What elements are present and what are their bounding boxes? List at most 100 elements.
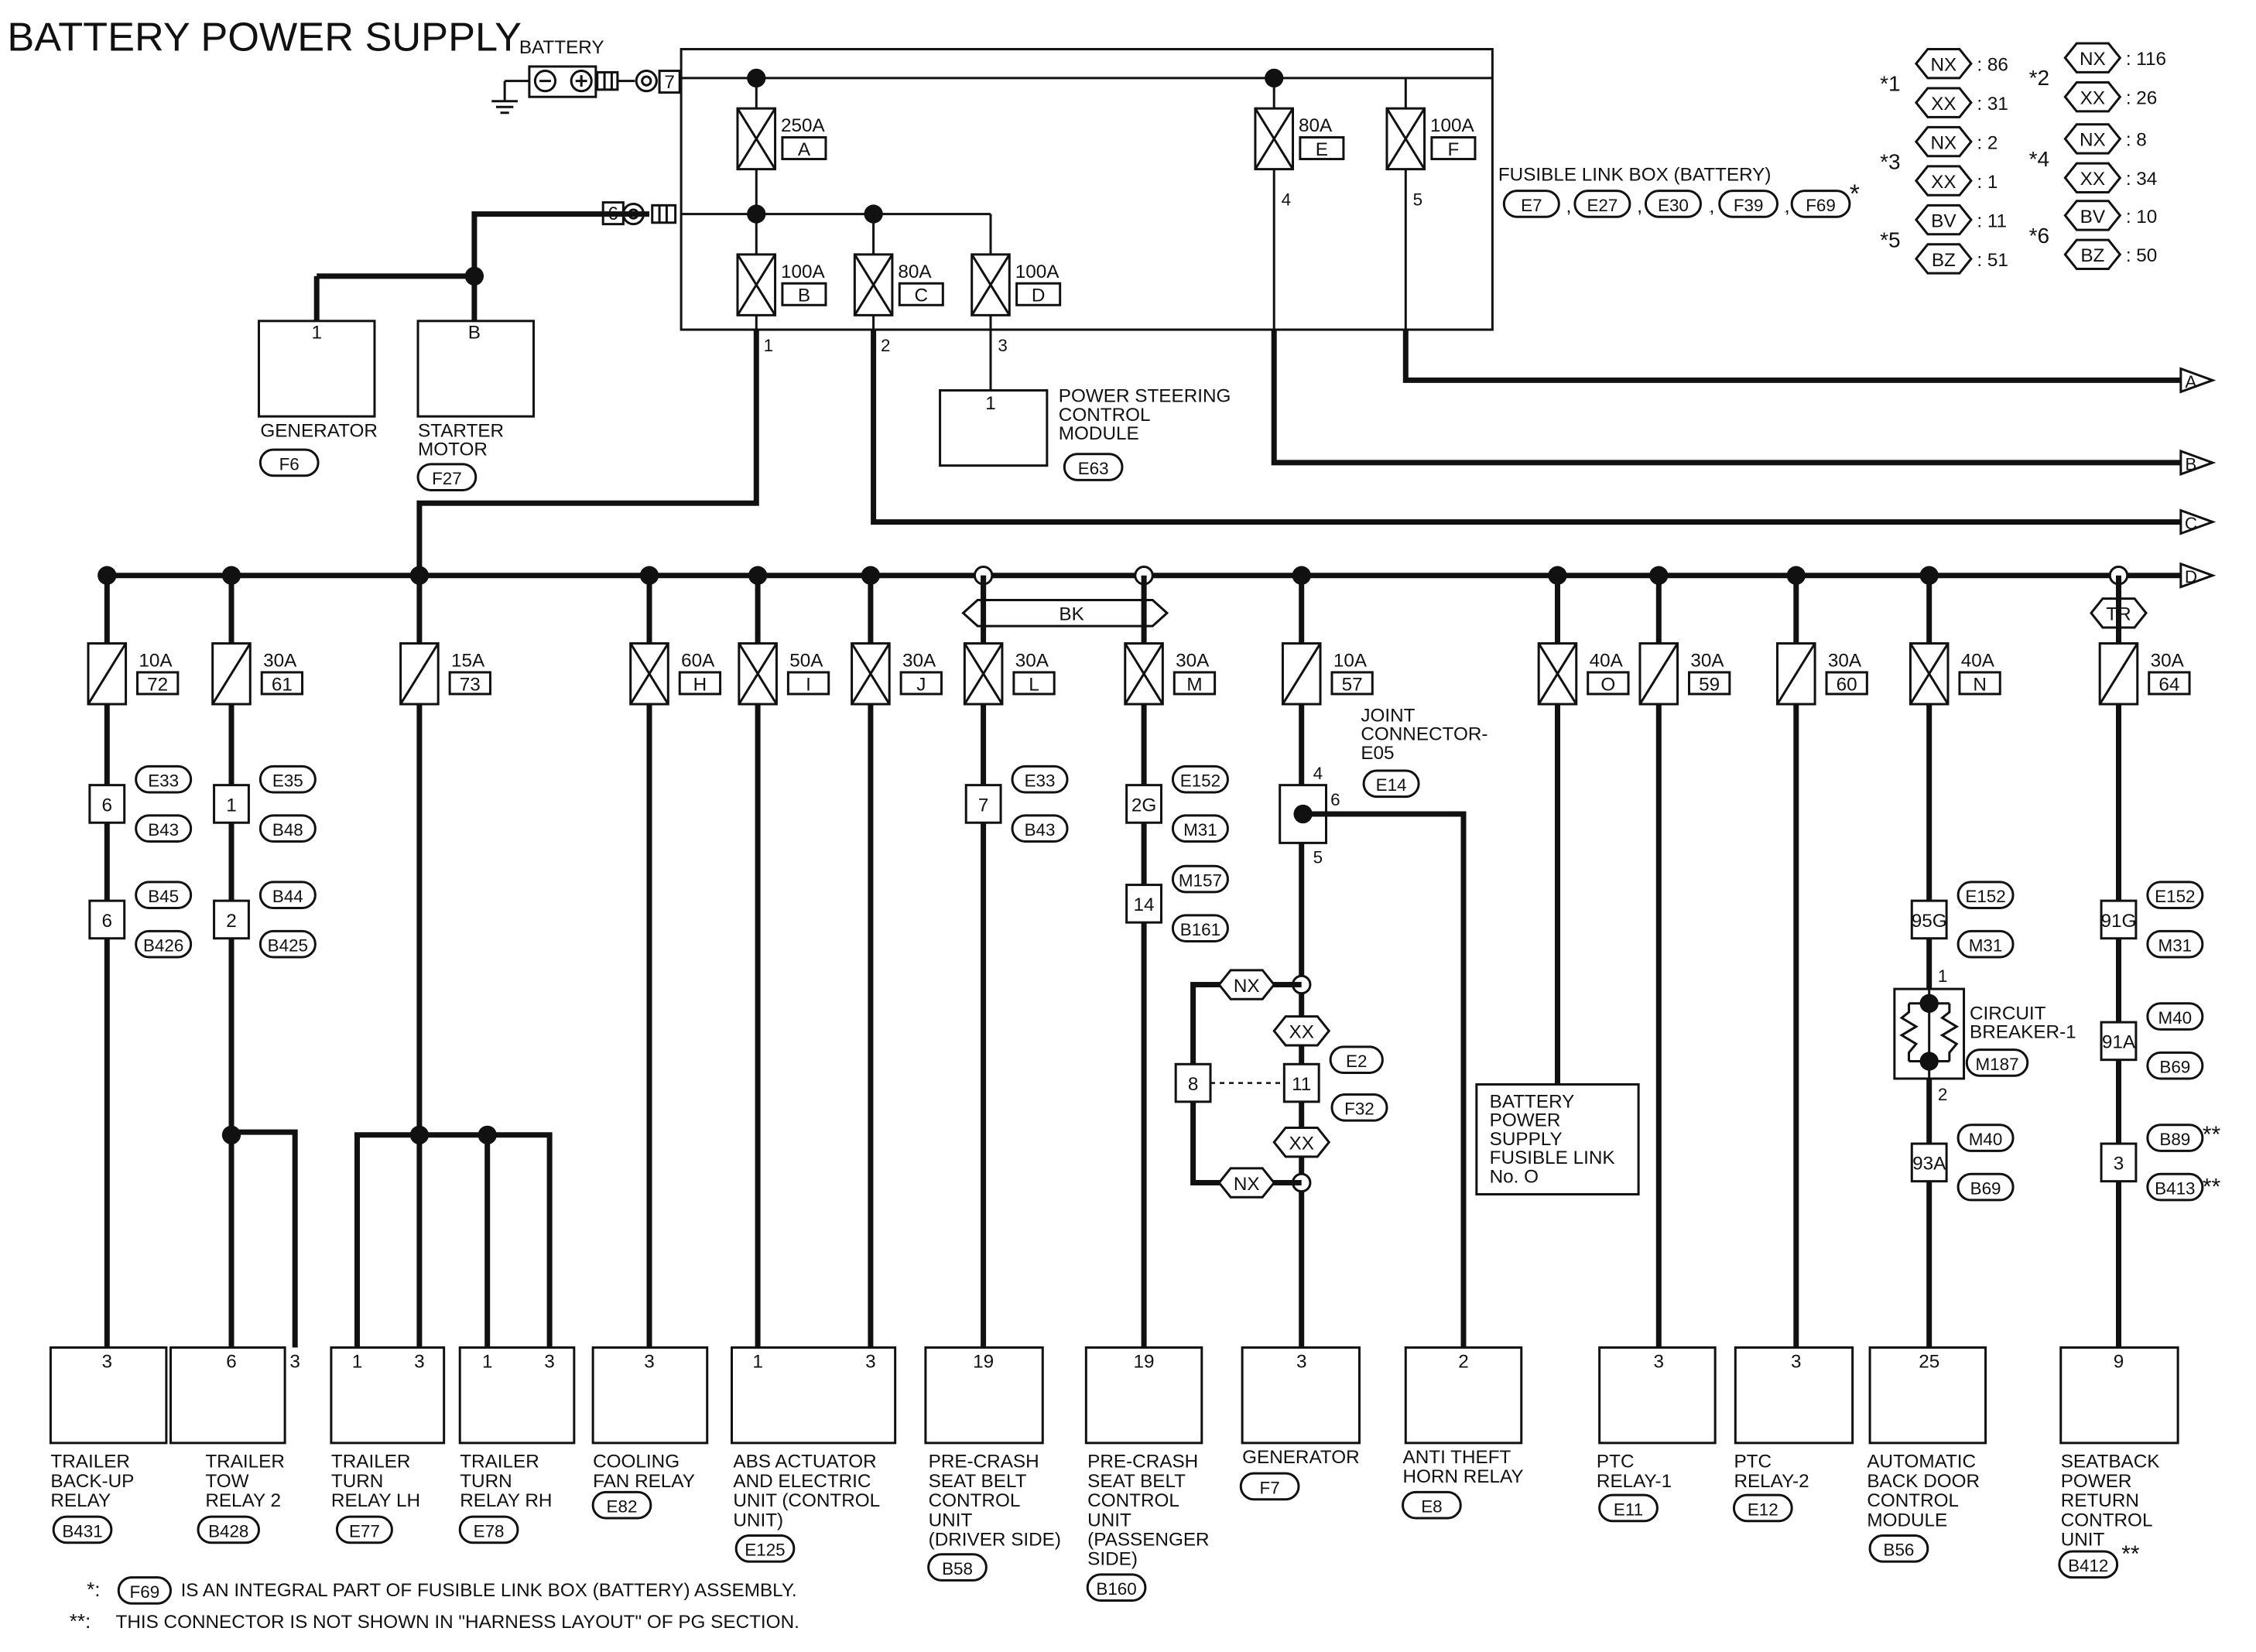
sep: BK (1710, 212, 1712, 214)
pin-label: 6 (1330, 790, 1340, 809)
legend-tag-label: XX (1931, 94, 1956, 115)
module-label: SIDE) (1087, 1549, 1138, 1570)
connector-B413-label: B413 (2155, 1178, 2195, 1198)
double-asterisk-mark: ** (2203, 1122, 2221, 1148)
fuse-rating: 100A (1430, 115, 1475, 136)
module-label: CONTROL (2061, 1510, 2153, 1531)
fuse-F-slash (1385, 108, 1426, 170)
connector-M187 (1965, 1048, 2029, 1077)
connector-B69 (2146, 1051, 2204, 1080)
bk-label: BK (1059, 604, 1083, 625)
pin-box-label: 91A (2102, 1032, 2136, 1053)
fuse-id-A-label: A (798, 139, 811, 160)
pin-label: 3 (289, 1352, 300, 1373)
junction-dot (221, 1125, 241, 1144)
output-arrow-B (2179, 449, 2217, 477)
connector-M40-label: M40 (2158, 1008, 2193, 1028)
module-label: UNIT (929, 1510, 973, 1531)
tow-relay-split (231, 1129, 298, 1348)
fuse-id-F (1430, 136, 1477, 161)
connector-F39-label: F39 (1734, 196, 1764, 215)
fuse-id-73-label: 73 (460, 674, 481, 695)
legend-tag (1914, 48, 1973, 80)
module-label: ABS ACTUATOR (733, 1452, 876, 1472)
connector-B431 (52, 1515, 113, 1544)
module-label: TURN (331, 1471, 383, 1492)
connector-B43 (1011, 814, 1069, 843)
output-arrow-D (2179, 562, 2217, 589)
connector-F32 (1330, 1093, 1388, 1122)
page-title: BATTERY POWER SUPPLY (7, 15, 522, 60)
legend-value: : 26 (2126, 88, 2158, 109)
pin-box-label: 3 (2114, 1154, 2124, 1175)
power-steering-label: POWER STEERING (1059, 385, 1231, 406)
xx-tag (1272, 1015, 1331, 1047)
starter-feed-wire (471, 211, 649, 276)
module-label: PRE-CRASH (1087, 1452, 1198, 1472)
bus-junction-dot (221, 566, 241, 585)
pin-label: 3 (1654, 1352, 1665, 1373)
connector-F7 (1239, 1472, 1300, 1501)
pin-label: 6 (226, 1352, 237, 1373)
connector-B43 (135, 814, 193, 843)
connector-B56 (1868, 1534, 1929, 1563)
fuse-rating: 10A (139, 650, 173, 671)
fuse-id-F-label: F (1448, 139, 1460, 160)
legend-mark: *5 (1880, 228, 1900, 252)
fuse-id-J (899, 671, 943, 696)
pin-box-8-label: 8 (1188, 1074, 1199, 1095)
fuse-id-O (1587, 671, 1630, 696)
connector-B413 (2146, 1172, 2204, 1202)
legend-tag (2063, 162, 2122, 194)
starter-motor-box (416, 320, 536, 418)
fuse-72-slash (87, 642, 127, 705)
pin-label: 4 (1313, 764, 1323, 783)
module-label: PTC (1734, 1452, 1772, 1472)
module-label: TRAILER (331, 1452, 411, 1472)
connector-E63-label: E63 (1078, 459, 1109, 478)
bus-junction-dot (861, 566, 881, 585)
connector-B160-label: B160 (1096, 1579, 1136, 1599)
connector-B45 (135, 881, 193, 909)
connector-E152-label: E152 (1180, 771, 1220, 791)
pin-label: 2 (1458, 1352, 1469, 1373)
legend-tag (1914, 87, 1973, 118)
pin-box (2100, 1021, 2138, 1062)
output-arrow-D-label: D (2185, 567, 2197, 587)
fuse-C-slash (854, 254, 894, 316)
connector-M31-label: M31 (2158, 936, 2193, 956)
pin-label: 5 (1313, 848, 1323, 867)
module-label: SEATBACK (2061, 1452, 2160, 1472)
connector-E14-label: E14 (1376, 775, 1407, 795)
connector-F27 (416, 463, 478, 491)
fuse-J-slash (851, 642, 891, 705)
legend-tag-label: NX (2080, 49, 2106, 70)
module-box (1241, 1346, 1361, 1445)
pin-box-11-label: 11 (1292, 1074, 1311, 1095)
connector-E63 (1063, 453, 1124, 481)
module-label: TRAILER (460, 1452, 539, 1472)
pin-box-label: 2G (1131, 795, 1156, 816)
bus-junction-dot (1548, 566, 1567, 585)
module-label: RELAY LH (331, 1490, 420, 1511)
bus-junction-dot (748, 566, 768, 585)
bus-junction-dot (639, 566, 659, 585)
module-label: RELAY 2 (205, 1490, 281, 1511)
module-box (2059, 1346, 2179, 1445)
junction-dot (409, 1125, 430, 1144)
fuse-id-59 (1688, 671, 1731, 696)
fuse-id-E-label: E (1316, 139, 1328, 160)
fuse-id-N (1958, 671, 2001, 696)
circuit-breaker-label: BREAKER-1 (1970, 1022, 2076, 1043)
generator-label: GENERATOR (260, 420, 378, 441)
connector-E33 (135, 764, 193, 794)
connector-E35-label: E35 (272, 771, 303, 791)
module-label: SEAT BELT (1087, 1471, 1186, 1492)
fusible-link-note-box (1475, 1083, 1640, 1195)
fuse-rating: 30A (1828, 650, 1862, 671)
box-pin-label: 3 (998, 336, 1007, 355)
fuse-D-slash (971, 254, 1011, 316)
connector-E152-label: E152 (1965, 887, 2005, 906)
pin-box (964, 784, 1002, 824)
joint-connector-wire (1303, 811, 1467, 1348)
